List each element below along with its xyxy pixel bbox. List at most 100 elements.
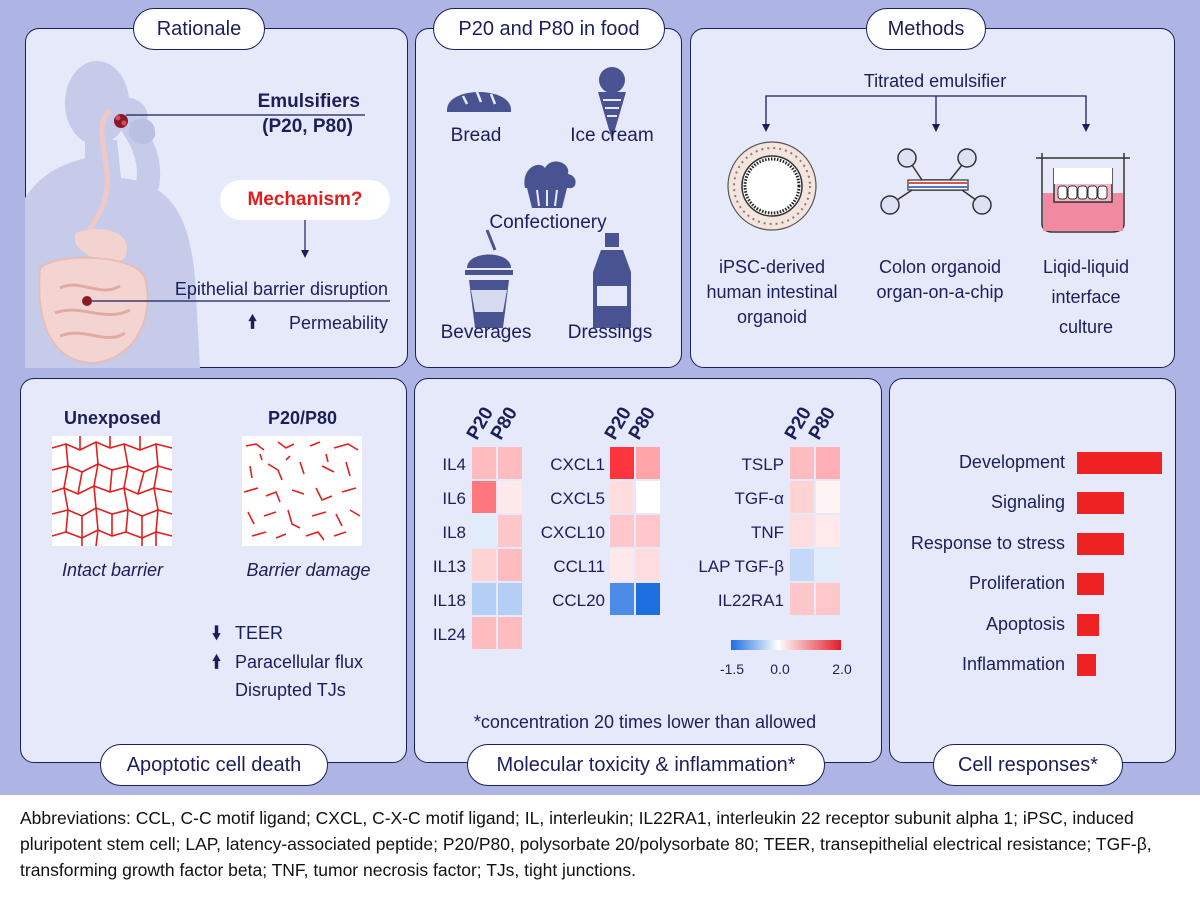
scale-max-label: 2.0 xyxy=(832,661,852,677)
intact-barrier-label: Intact barrier xyxy=(61,560,164,580)
heatmap-cell xyxy=(636,583,660,615)
heatmap-cell xyxy=(816,549,840,581)
heatmap-row-label: IL22RA1 xyxy=(717,591,784,610)
concentration-footnote: *concentration 20 times lower than allow… xyxy=(473,712,817,732)
heatmap-cell xyxy=(472,583,496,615)
rationale-title: Rationale xyxy=(133,8,265,50)
method-culture-line2: interface xyxy=(1051,287,1121,307)
heatmap-cell xyxy=(790,549,814,581)
heatmap-cell xyxy=(472,549,496,581)
mechanism-box: Mechanism? xyxy=(220,180,390,220)
beverage-icon xyxy=(485,229,497,251)
disrupted-tjs-label: Disrupted TJs xyxy=(235,680,346,700)
organ-on-chip-icon xyxy=(880,148,992,215)
permeability-label: Permeability xyxy=(288,313,388,333)
bar xyxy=(1077,492,1124,515)
molecular-title: Molecular toxicity & inflammation* xyxy=(467,744,825,786)
methods-diagram xyxy=(727,95,1130,233)
heatmap-cell xyxy=(472,481,496,513)
heatmap-cell xyxy=(610,583,634,615)
confectionery-icon xyxy=(524,161,576,189)
method-organoid-line1: iPSC-derived xyxy=(718,257,826,277)
bar xyxy=(1077,452,1162,474)
heatmap-cell xyxy=(498,481,522,513)
food-item-dressings: Dressings xyxy=(567,322,653,343)
heatmap-cell xyxy=(636,447,660,479)
heatmap-row-label: TGF-α xyxy=(734,489,784,508)
heatmap-cell xyxy=(790,515,814,547)
bar xyxy=(1077,532,1124,555)
heatmap-row-label: TNF xyxy=(750,523,784,542)
paracellular-flux-label: Paracellular flux xyxy=(235,652,364,672)
heatmap-cell xyxy=(816,583,840,615)
colorscale-bar xyxy=(731,640,841,650)
dressing-icon xyxy=(605,233,619,247)
emulsifiers-sublabel: (P20, P80) xyxy=(262,116,353,137)
heatmap-cell xyxy=(498,583,522,615)
transwell-culture-icon xyxy=(1036,153,1130,233)
ice-cream-icon xyxy=(599,67,625,93)
up-arrow-icon-flux: 🠙 xyxy=(212,652,222,672)
food-item-beverages: Beverages xyxy=(440,322,532,343)
heatmap-row-label: CXCL1 xyxy=(550,455,605,474)
heatmap-row-label: CCL20 xyxy=(552,591,605,610)
heatmap-cell xyxy=(790,481,814,513)
food-item-ice-cream: Ice cream xyxy=(570,125,654,146)
titrated-emulsifier-label: Titrated emulsifier xyxy=(863,71,1007,91)
heatmap-cell xyxy=(790,447,814,479)
heatmap-cell xyxy=(498,515,522,547)
scale-min-label: -1.5 xyxy=(719,661,745,677)
unexposed-label: Unexposed xyxy=(63,408,162,428)
bar-category-label: Apoptosis xyxy=(985,613,1065,634)
food-item-confectionery: Confectionery xyxy=(489,212,607,233)
heatmap-row-label: LAP TGF-β xyxy=(698,557,784,576)
barrier-disruption-label: Epithelial barrier disruption xyxy=(174,279,388,299)
bar-category-label: Proliferation xyxy=(968,573,1065,594)
heatmap-cell xyxy=(472,447,496,479)
heatmap-cell xyxy=(816,481,840,513)
method-organoid-line2: human intestinal xyxy=(706,282,838,302)
heatmap-cell xyxy=(610,515,634,547)
barrier-damage-label: Barrier damage xyxy=(246,560,371,580)
heatmap-cell xyxy=(498,617,522,649)
abbreviations-text: Abbreviations: CCL, C-C motif ligand; CX… xyxy=(20,808,1152,880)
heatmap-row-label: CXCL5 xyxy=(550,489,605,508)
down-arrow-icon: 🠛 xyxy=(212,623,222,643)
method-culture-line1: Liqid-liquid xyxy=(1042,257,1130,277)
emulsifiers-label: Emulsifiers xyxy=(257,91,360,112)
bar xyxy=(1077,573,1104,596)
heatmap-cell xyxy=(472,617,496,649)
teer-label: TEER xyxy=(235,623,284,643)
heatmap-cell xyxy=(498,447,522,479)
heatmap-row-label: IL18 xyxy=(432,591,466,610)
heatmap-row-label: TSLP xyxy=(741,455,784,474)
heatmap-cell xyxy=(636,481,660,513)
heatmap-row-label: IL24 xyxy=(432,625,466,644)
method-culture-line3: culture xyxy=(1058,317,1114,337)
heatmap-cell xyxy=(610,549,634,581)
cell-responses-title: Cell responses* xyxy=(933,744,1123,786)
bar-category-label: Response to stress xyxy=(910,532,1065,553)
heatmap-row-label: CXCL10 xyxy=(540,523,605,542)
heatmap-cell xyxy=(790,583,814,615)
heatmap-row-label: IL8 xyxy=(442,523,466,542)
organoid-icon xyxy=(727,141,817,231)
food-title: P20 and P80 in food xyxy=(433,8,665,50)
intact-barrier-image xyxy=(51,436,173,547)
heatmap-cell xyxy=(636,515,660,547)
up-arrow-icon: 🠙 xyxy=(248,312,258,332)
heatmap-cell xyxy=(610,481,634,513)
exposed-label: P20/P80 xyxy=(267,408,338,428)
heatmap-cell xyxy=(816,515,840,547)
barrier-images xyxy=(51,436,362,547)
bar-category-label: Development xyxy=(958,452,1065,472)
method-chip-line2: organ-on-a-chip xyxy=(876,282,1004,302)
heatmap-row-label: IL13 xyxy=(432,557,466,576)
bar xyxy=(1077,613,1099,636)
method-chip-line1: Colon organoid xyxy=(878,257,1002,277)
heatmap-cell xyxy=(816,447,840,479)
heatmap-cell xyxy=(472,515,496,547)
heatmap-row-label: CCL11 xyxy=(553,557,605,576)
heatmap-row-label: IL6 xyxy=(442,489,466,508)
bar xyxy=(1077,654,1096,676)
